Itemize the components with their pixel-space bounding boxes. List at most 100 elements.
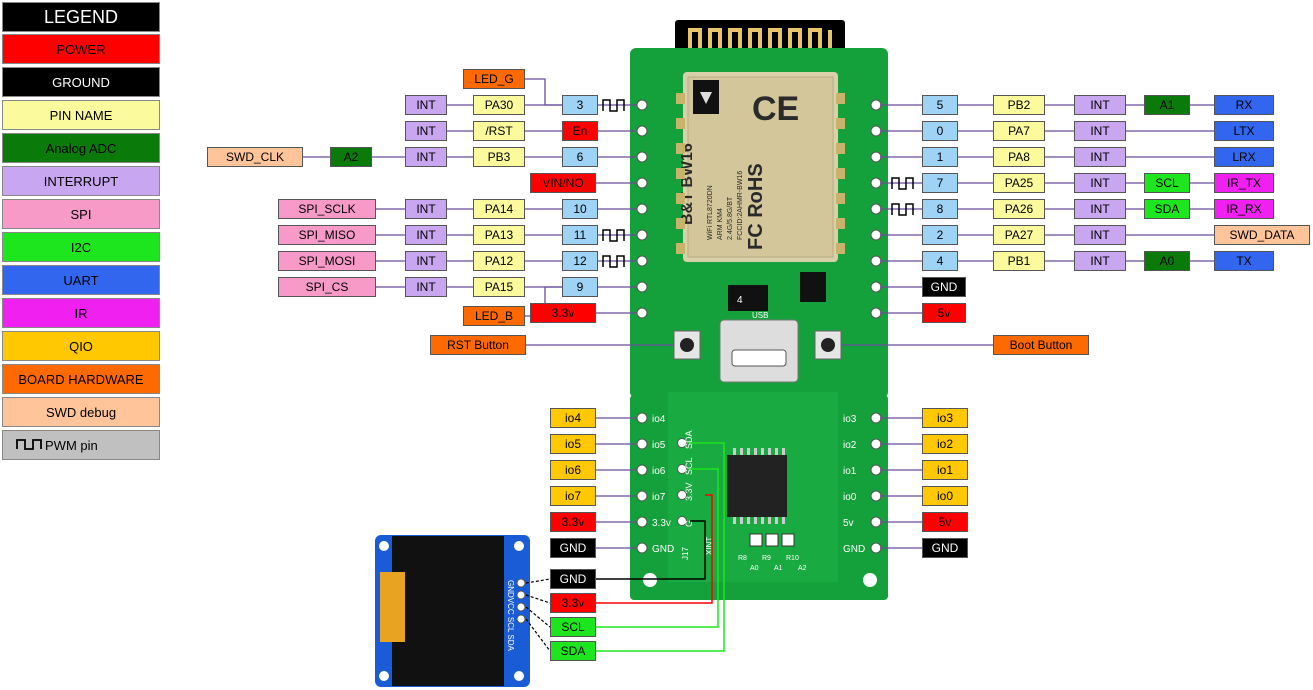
pin-function-label: /RST	[473, 121, 525, 141]
legend-item: I2C	[2, 232, 160, 262]
oled-pin-leader	[525, 618, 551, 652]
io-silk-right: io1	[843, 466, 857, 477]
pin-function-label: SPI_SCLK	[278, 199, 376, 219]
module-brand: B&T BW16	[679, 143, 696, 225]
mount-hole	[643, 573, 657, 587]
legend-item: Analog ADC	[2, 133, 160, 163]
chip-pin	[761, 448, 764, 455]
oled-pin-leader	[525, 606, 551, 628]
module-text: 2.4G/5.8G/BT	[727, 196, 734, 240]
pin-function-label: SWD_CLK	[207, 147, 303, 167]
io-hole-left	[636, 542, 648, 554]
pin-function-label: INT	[405, 121, 447, 141]
chip-pin	[761, 517, 764, 524]
pin-function-label: INT	[1074, 95, 1126, 115]
chip-pin	[775, 517, 778, 524]
oled-pin-label: GND	[550, 569, 596, 589]
module-pad	[836, 93, 845, 104]
module-pad	[836, 143, 845, 154]
pin-function-label: INT	[1074, 147, 1126, 167]
legend-item: GROUND	[2, 67, 160, 97]
pin-number-left: 9	[562, 277, 598, 297]
pwm-wave-icon	[602, 229, 625, 242]
oled-mount-hole	[379, 541, 389, 551]
pin-function-label: IR_RX	[1214, 199, 1274, 219]
pin-number-left: 11	[562, 225, 598, 245]
pin-function-label: SPI_MOSI	[278, 251, 376, 271]
boot-button-cap	[821, 338, 835, 352]
io-silk-left: io4	[652, 414, 666, 425]
module-text: WiFi RTL8720DN	[707, 185, 714, 240]
io-hole-right	[870, 438, 882, 450]
pin-function-label: SWD_DATA	[1214, 225, 1310, 245]
pin-function-label: PA13	[473, 225, 525, 245]
oled-pin-hole	[516, 614, 526, 624]
pin-function-label: INT	[405, 199, 447, 219]
oled-pin-hole	[516, 590, 526, 600]
chip-pin	[754, 517, 757, 524]
chip-pin	[782, 517, 785, 524]
io-label-right: GND	[922, 538, 968, 558]
usb-chip	[800, 272, 826, 302]
chip-pin	[768, 448, 771, 455]
fcc-mark: FC RoHS	[745, 163, 767, 250]
io-expander-chip	[727, 455, 787, 517]
io-silk-left: GND	[652, 544, 674, 555]
legend-item: IR	[2, 298, 160, 328]
io-label-left: io4	[550, 408, 596, 428]
pin-function-label: PB3	[473, 147, 525, 167]
pin-function-label: SCL	[1144, 173, 1190, 193]
pin-function-label: A2	[330, 147, 372, 167]
pin-function-label: PA15	[473, 277, 525, 297]
io-hole-left	[636, 464, 648, 476]
usb-silk: USB	[752, 311, 768, 320]
header-hole-left	[636, 255, 648, 267]
legend-title: LEGEND	[2, 2, 160, 32]
pin-function-label: PA25	[993, 173, 1045, 193]
header-hole-left	[636, 281, 648, 293]
pin-number-left: 12	[562, 251, 598, 271]
header-hole-left	[636, 151, 648, 163]
mount-hole	[863, 573, 877, 587]
pin-function-label: INT	[405, 251, 447, 271]
io-label-right: 5v	[922, 512, 968, 532]
header-hole-right	[870, 203, 882, 215]
pin-number-left: 10	[562, 199, 598, 219]
oled-pin-hole	[516, 578, 526, 588]
oled-mount-hole	[514, 541, 524, 551]
chip-label: A1	[774, 565, 783, 572]
ce-mark: CE	[752, 90, 799, 128]
led-label: LED_G	[463, 69, 525, 89]
io-hole-right	[870, 542, 882, 554]
oled-header-hole	[677, 516, 687, 526]
io-silk-left: io5	[652, 440, 666, 451]
module-text: ARM KM4	[717, 208, 724, 240]
io-hole-left	[636, 412, 648, 424]
led-connector	[525, 78, 562, 106]
oled-pin-label: 3.3v	[550, 593, 596, 613]
pin-function-label: INT	[1074, 121, 1126, 141]
pin-function-label: SPI_MISO	[278, 225, 376, 245]
io-silk-right: io0	[843, 492, 857, 503]
chip-pin	[733, 448, 736, 455]
oled-ribbon	[380, 572, 405, 642]
pin-function-label: INT	[1074, 173, 1126, 193]
oled-header-silk: SCL	[684, 457, 694, 475]
chip-pin	[740, 517, 743, 524]
io-label-right: io1	[922, 460, 968, 480]
io-hole-right	[870, 490, 882, 502]
io-hole-left	[636, 516, 648, 528]
pin-function-label: INT	[405, 225, 447, 245]
io-hole-right	[870, 516, 882, 528]
header-hole-right	[870, 125, 882, 137]
pin-number-right: 0	[922, 121, 958, 141]
oled-pin-hole	[516, 602, 526, 612]
pwm-wave-icon	[602, 99, 625, 112]
pin-function-label: INT	[1074, 251, 1126, 271]
rst-button-label: RST Button	[430, 335, 526, 355]
chip-marking: 4	[737, 295, 743, 306]
chip-pin	[782, 448, 785, 455]
pin-function-label: PA27	[993, 225, 1045, 245]
